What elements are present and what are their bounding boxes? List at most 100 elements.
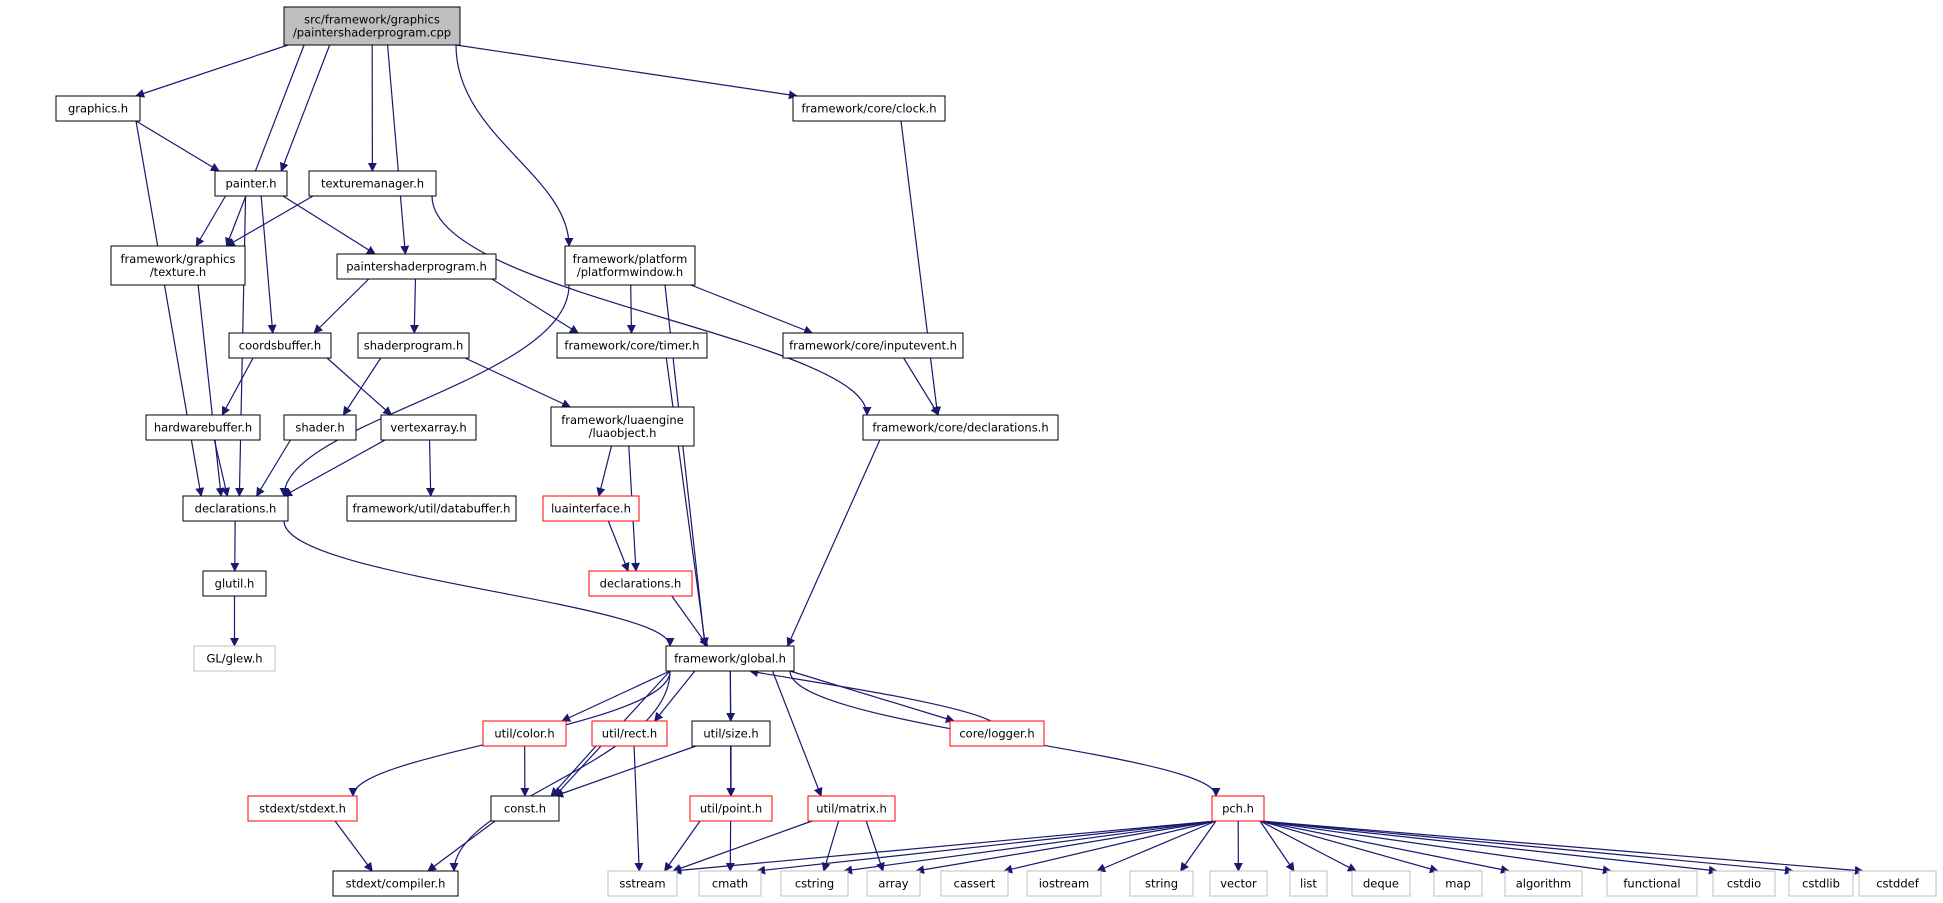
- edge-pch_h-to-algorithm: [1259, 820, 1510, 874]
- node-vector[interactable]: vector: [1209, 870, 1268, 897]
- node-label: stdext/stdext.h: [259, 802, 346, 816]
- edge-inputevent_h-to-core_declarations_h: [903, 357, 940, 416]
- node-label: framework/core/inputevent.h: [789, 339, 957, 353]
- edge-stdext_h-to-compiler_h: [334, 820, 373, 872]
- edge-platformwindow_h-to-declarations_h: [279, 284, 570, 497]
- node-graphics-h[interactable]: graphics.h: [55, 95, 141, 122]
- node-luaobject-h[interactable]: framework/luaengine/luaobject.h: [550, 406, 695, 447]
- node-sstream[interactable]: sstream: [607, 870, 678, 897]
- node-inputevent-h[interactable]: framework/core/inputevent.h: [782, 332, 964, 359]
- edge-pch_h-to-cstddef: [1259, 820, 1864, 875]
- node-array[interactable]: array: [866, 870, 921, 897]
- edge-texturemanager_h-to-core_declarations_h: [431, 195, 872, 416]
- node-cstdio[interactable]: cstdio: [1712, 870, 1776, 897]
- node-logger-h[interactable]: core/logger.h: [949, 720, 1045, 747]
- node-color-h[interactable]: util/color.h: [482, 720, 567, 747]
- node-cstdlib[interactable]: cstdlib: [1788, 870, 1854, 897]
- node-label: framework/global.h: [674, 652, 786, 666]
- node-box: [792, 95, 946, 122]
- edge-pch_h-to-cassert: [1003, 820, 1217, 874]
- node-compiler-h[interactable]: stdext/compiler.h: [332, 870, 459, 897]
- node-point-h[interactable]: util/point.h: [689, 795, 773, 822]
- node-platformwindow-h[interactable]: framework/platform/platformwindow.h: [564, 245, 696, 286]
- edge-pch_h-to-cstdlib: [1259, 820, 1794, 875]
- edge-luainterface_h-to-lua_declarations_h: [607, 520, 630, 572]
- node-algorithm[interactable]: algorithm: [1504, 870, 1583, 897]
- node-iostream[interactable]: iostream: [1026, 870, 1102, 897]
- node-label: framework/core/declarations.h: [872, 421, 1048, 435]
- node-box: [1858, 870, 1937, 897]
- node-label: sstream: [619, 877, 665, 891]
- edge-painter_h-to-paintershaderprogram_h: [282, 195, 376, 255]
- node-label: painter.h: [225, 177, 276, 191]
- nodes-layer: src/framework/graphics/paintershaderprog…: [55, 6, 1937, 897]
- node-label: iostream: [1039, 877, 1090, 891]
- node-paintershaderprogram-h[interactable]: paintershaderprogram.h: [336, 253, 497, 280]
- node-cstring[interactable]: cstring: [780, 870, 849, 897]
- edge-global_h-to-compiler_h: [449, 670, 671, 872]
- node-string[interactable]: string: [1129, 870, 1194, 897]
- edge-pch_h-to-list: [1259, 820, 1295, 872]
- node-label: GL/glew.h: [206, 652, 262, 666]
- node-box: [1433, 870, 1483, 897]
- edge-declarations_h-to-global_h: [283, 520, 675, 647]
- node-shader-h[interactable]: shader.h: [283, 414, 357, 441]
- node-core-declarations-h[interactable]: framework/core/declarations.h: [862, 414, 1059, 441]
- node-timer-h[interactable]: framework/core/timer.h: [556, 332, 708, 359]
- node-declarations-h[interactable]: declarations.h: [182, 495, 289, 522]
- edge-graphics_h-to-painter_h: [135, 120, 220, 172]
- node-clock-h[interactable]: framework/core/clock.h: [792, 95, 946, 122]
- node-stdext-h[interactable]: stdext/stdext.h: [247, 795, 358, 822]
- node-root[interactable]: src/framework/graphics/paintershaderprog…: [283, 6, 461, 46]
- edge-painter_h-to-coordsbuffer_h: [260, 195, 277, 334]
- edge-global_h-to-rect_h: [654, 670, 696, 722]
- node-glew-h[interactable]: GL/glew.h: [193, 645, 276, 672]
- edge-clock_h-to-core_declarations_h: [900, 120, 942, 416]
- node-cassert[interactable]: cassert: [940, 870, 1009, 897]
- node-label: framework/graphics: [121, 252, 236, 266]
- node-label: util/rect.h: [602, 727, 657, 741]
- node-box: [1209, 870, 1268, 897]
- node-cstddef[interactable]: cstddef: [1858, 870, 1937, 897]
- node-hardwarebuffer-h[interactable]: hardwarebuffer.h: [145, 414, 261, 441]
- node-shaderprogram-h[interactable]: shaderprogram.h: [357, 332, 470, 359]
- node-box: [949, 720, 1045, 747]
- node-rect-h[interactable]: util/rect.h: [591, 720, 668, 747]
- node-label: cassert: [954, 877, 996, 891]
- node-global-h[interactable]: framework/global.h: [665, 645, 795, 672]
- node-texturemanager-h[interactable]: texturemanager.h: [308, 170, 437, 197]
- node-painter-h[interactable]: painter.h: [214, 170, 288, 197]
- node-label: cstddef: [1876, 877, 1919, 891]
- node-const-h[interactable]: const.h: [490, 795, 560, 822]
- edge-coordsbuffer_h-to-hardwarebuffer_h: [221, 357, 254, 416]
- node-label: util/point.h: [700, 802, 762, 816]
- edge-shaderprogram_h-to-shader_h: [342, 357, 382, 416]
- node-matrix-h[interactable]: util/matrix.h: [807, 795, 896, 822]
- node-box: [482, 720, 567, 747]
- node-label: cmath: [712, 877, 748, 891]
- node-label: util/size.h: [703, 727, 758, 741]
- node-size-h[interactable]: util/size.h: [691, 720, 771, 747]
- node-cmath[interactable]: cmath: [698, 870, 762, 897]
- node-pch-h[interactable]: pch.h: [1211, 795, 1265, 822]
- node-vertexarray-h[interactable]: vertexarray.h: [380, 414, 477, 441]
- node-box: [1211, 795, 1265, 822]
- node-box: [1129, 870, 1194, 897]
- edge-paintershaderprogram_h-to-coordsbuffer_h: [313, 278, 370, 334]
- node-functional[interactable]: functional: [1606, 870, 1698, 897]
- node-coordsbuffer-h[interactable]: coordsbuffer.h: [228, 332, 332, 359]
- node-box: [1026, 870, 1102, 897]
- node-deque[interactable]: deque: [1351, 870, 1411, 897]
- node-lua-declarations-h[interactable]: declarations.h: [588, 570, 693, 597]
- node-box: [691, 720, 771, 747]
- node-glutil-h[interactable]: glutil.h: [202, 570, 267, 597]
- node-map[interactable]: map: [1433, 870, 1483, 897]
- node-label: array: [878, 877, 908, 891]
- node-texture-h[interactable]: framework/graphics/texture.h: [110, 245, 246, 286]
- node-label: paintershaderprogram.h: [346, 260, 487, 274]
- edge-pch_h-to-cstdio: [1259, 820, 1718, 875]
- node-luainterface-h[interactable]: luainterface.h: [542, 495, 640, 522]
- node-list[interactable]: list: [1289, 870, 1328, 897]
- edge-pch_h-to-cmath: [756, 820, 1217, 875]
- node-databuffer-h[interactable]: framework/util/databuffer.h: [346, 495, 517, 522]
